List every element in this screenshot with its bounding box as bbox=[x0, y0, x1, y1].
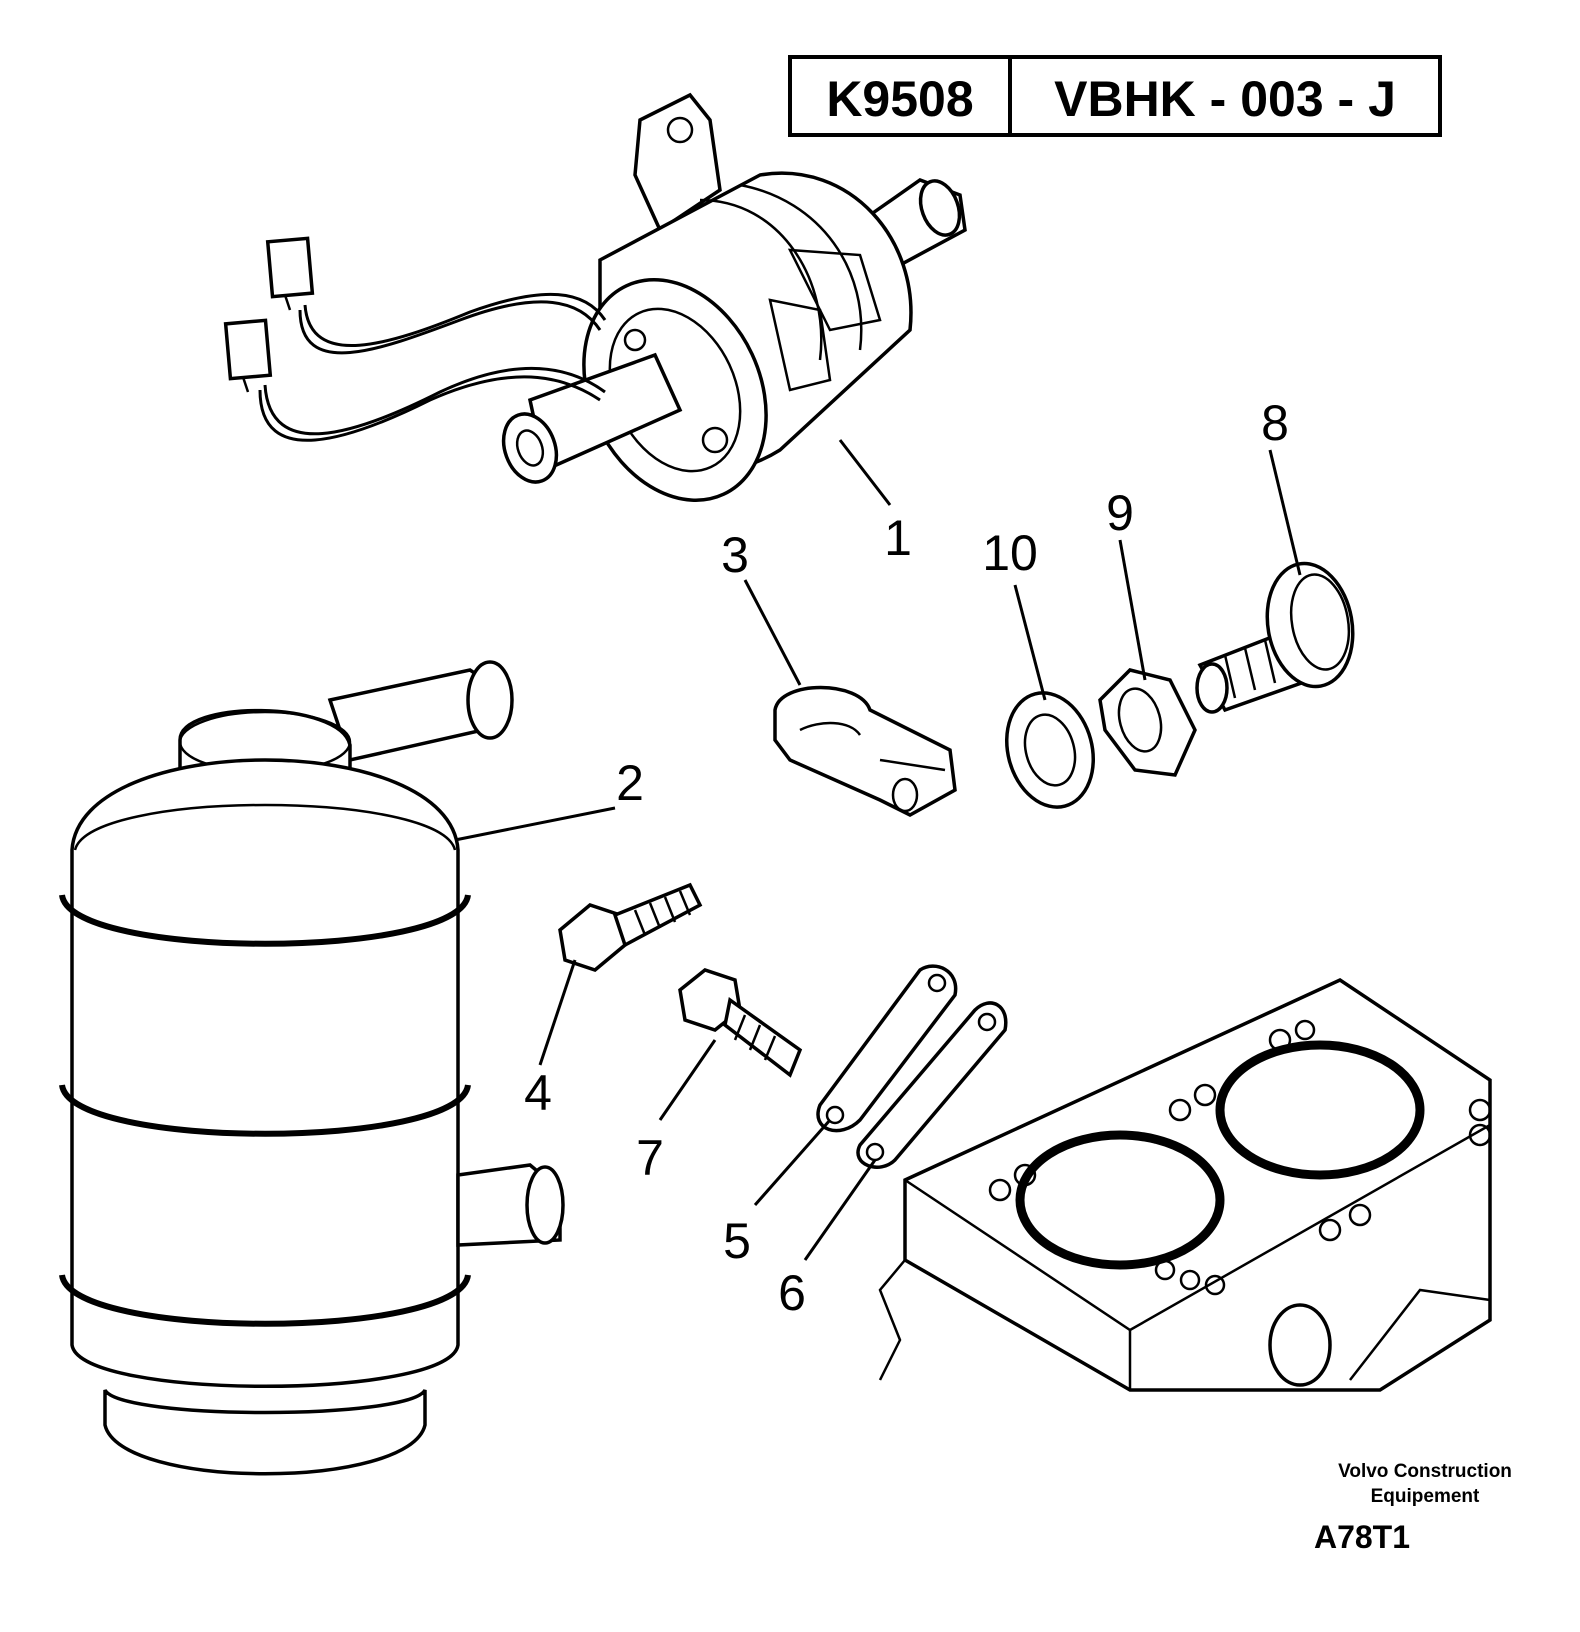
callout-4: 4 bbox=[524, 1065, 552, 1121]
header-code-left: K9508 bbox=[826, 71, 973, 127]
part-4-bolt bbox=[558, 882, 703, 972]
leader-lines bbox=[454, 439, 1302, 1261]
part-8-flange-bolt bbox=[1195, 561, 1355, 714]
header-code-box: K9508 VBHK - 003 - J bbox=[788, 55, 1442, 137]
callout-5: 5 bbox=[723, 1213, 751, 1269]
callout-3: 3 bbox=[721, 527, 749, 583]
callouts: 1 2 3 4 5 6 7 8 9 10 bbox=[524, 395, 1289, 1321]
part-7-bolt bbox=[678, 968, 803, 1078]
callout-2: 2 bbox=[616, 755, 644, 811]
part-2-canister bbox=[59, 660, 565, 1476]
callout-1: 1 bbox=[884, 510, 912, 566]
callout-7: 7 bbox=[636, 1130, 664, 1186]
part-9-nut bbox=[1098, 668, 1197, 777]
part-3-clamp bbox=[773, 685, 957, 817]
header-code-right: VBHK - 003 - J bbox=[1054, 71, 1396, 127]
manufacturer-line-2: Equipement bbox=[1371, 1486, 1480, 1507]
callout-9: 9 bbox=[1106, 485, 1134, 541]
callout-6: 6 bbox=[778, 1265, 806, 1321]
callout-8: 8 bbox=[1261, 395, 1289, 451]
part-1-heater-motor bbox=[223, 92, 967, 502]
part-10-washer bbox=[1004, 691, 1096, 809]
part-6-flange bbox=[856, 1001, 1008, 1169]
figure-code: A78T1 bbox=[1314, 1519, 1410, 1555]
footer: Volvo Construction Equipement A78T1 bbox=[1314, 1461, 1512, 1555]
manufacturer-line-1: Volvo Construction bbox=[1338, 1461, 1512, 1482]
callout-10: 10 bbox=[982, 525, 1038, 581]
engine-block bbox=[878, 978, 1492, 1392]
part-5-gasket bbox=[816, 964, 958, 1133]
